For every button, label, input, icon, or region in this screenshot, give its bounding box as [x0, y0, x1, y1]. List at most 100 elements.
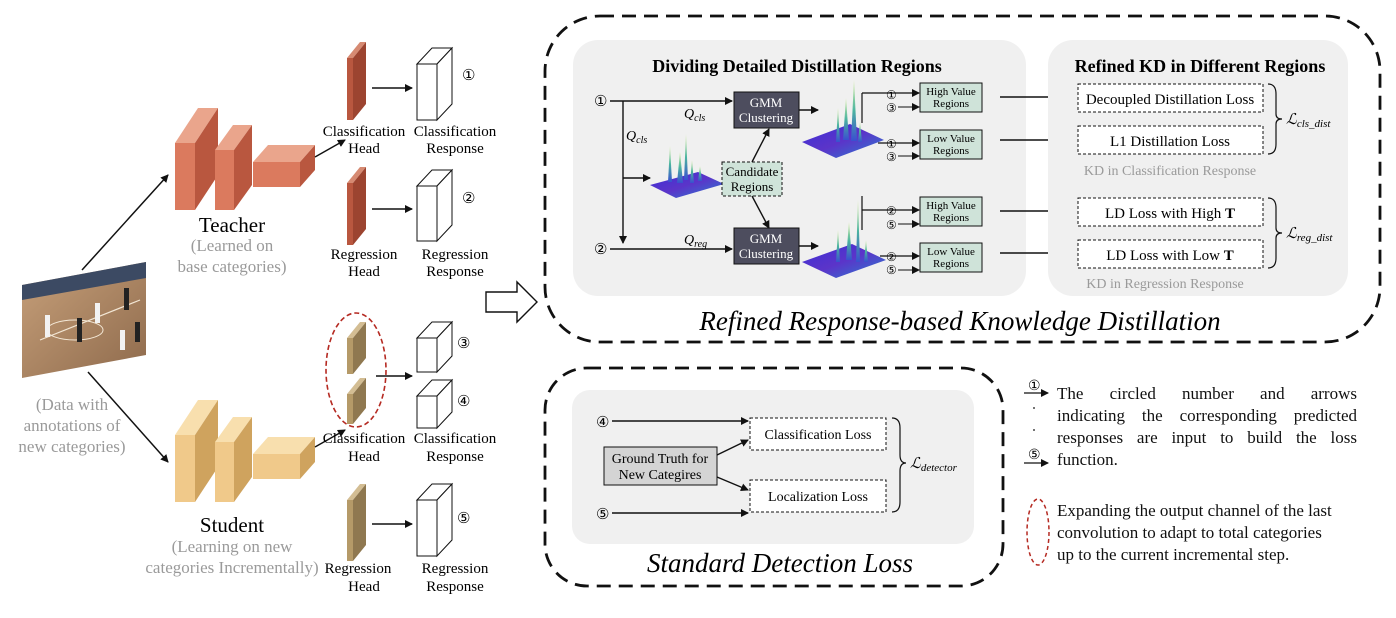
teacher-cls-marker: ① [462, 68, 475, 84]
arrow-teacher-backbone-to-cls-head [314, 139, 346, 158]
arrow-image-to-teacher [81, 174, 169, 271]
student-reg-resp-label-2: Response [426, 579, 484, 595]
gmm-clustering-top [733, 91, 800, 129]
standard-loss-title: Standard Detection Loss [647, 548, 913, 578]
low-value-regions-reg [919, 242, 983, 273]
student-classification-response-b [415, 378, 454, 430]
low-cls-line2: Regions [933, 145, 969, 157]
marker-low-cls-3: ③ [886, 150, 897, 164]
data-caption-line3: new categories) [18, 437, 125, 456]
standard-input5: ⑤ [596, 507, 609, 523]
decoupled-loss-box [1077, 83, 1264, 113]
q-cls-top: Qcls [684, 107, 705, 124]
student-reg-resp-label-1: Regression [422, 561, 489, 577]
student-regression-head [347, 484, 366, 561]
teacher-cls-head-label-1: Classification [323, 124, 406, 140]
high-value-regions-reg [919, 196, 983, 227]
marker-low-reg-5: ⑤ [886, 263, 897, 277]
ld-low-label: LD Loss with Low T [1106, 248, 1234, 264]
student-reg-head-label-2: Head [348, 579, 380, 595]
q-cls-left: Qcls [626, 129, 647, 146]
teacher-regression-head [347, 167, 366, 245]
flow-arrow-icon [485, 280, 538, 324]
standard-loss-box [543, 366, 1005, 588]
legend-ellipse-desc-1: Expanding the output channel of the last [1057, 501, 1332, 520]
gmm-top-line1: GMM [750, 95, 783, 110]
marker-high-cls-3: ③ [886, 101, 897, 115]
teacher-classification-head [347, 42, 366, 120]
teacher-cls-resp-label-2: Response [426, 141, 484, 157]
student-classification-head [347, 322, 366, 424]
teacher-cls-resp-label-1: Classification [414, 124, 497, 140]
input-image [22, 262, 146, 378]
legend-arrow-desc-3: responses are input to build the loss [1057, 428, 1357, 447]
teacher-reg-resp-label-1: Regression [422, 247, 489, 263]
teacher-subtitle-line1: (Learned on [191, 236, 274, 255]
legend-ellipse-description: Expanding the output channel of the last… [1057, 500, 1357, 566]
arrow-candidate-to-gmm-bottom [751, 195, 770, 229]
kd-reg-caption: KD in Regression Response [1086, 277, 1244, 292]
student-cls-resp-label-1: Classification [414, 431, 497, 447]
marker-high-cls-1: ① [886, 88, 897, 102]
student-classification-response-a [415, 320, 454, 374]
legend-arrow-desc-4: function. [1057, 450, 1118, 469]
refined-kd-box-title: Refined Response-based Knowledge Distill… [698, 306, 1220, 336]
arrow-gt-to-cls-loss [716, 439, 749, 456]
brace-reg-dist [1267, 197, 1283, 269]
localization-loss-label: Localization Loss [768, 490, 868, 505]
legend-arrow-desc-1: The circled number and arrows [1057, 384, 1357, 403]
ld-high-box [1077, 197, 1264, 227]
student-subtitle-line1: (Learning on new [172, 537, 294, 556]
kd-cls-caption: KD in Classification Response [1084, 164, 1256, 179]
l1-loss-box [1077, 125, 1264, 155]
legend-ellipse-desc-3: up to the current incremental step. [1057, 545, 1290, 564]
marker-low-cls-1: ① [886, 137, 897, 151]
marker-high-reg-2: ② [886, 204, 897, 218]
classification-loss-label: Classification Loss [765, 428, 872, 443]
legend-arrow-desc-2: indicating the corresponding predicted [1057, 406, 1357, 425]
student-cls-resp-label-2: Response [426, 449, 484, 465]
ground-truth-box [603, 446, 718, 486]
high-cls-line2: Regions [933, 98, 969, 110]
arrow-candidate-to-gmm-top [751, 128, 770, 163]
student-title: Student [200, 513, 264, 537]
student-cls-head-label-1: Classification [323, 431, 406, 447]
student-cls-marker-b: ④ [457, 394, 470, 410]
refined-kd-panel-title: Refined KD in Different Regions [1075, 56, 1326, 76]
marker-high-reg-5: ⑤ [886, 218, 897, 232]
refined-kd-box [543, 14, 1382, 344]
teacher-reg-head-label-1: Regression [331, 247, 398, 263]
teacher-title: Teacher [199, 213, 265, 237]
low-reg-line2: Regions [933, 258, 969, 270]
marker-low-reg-2: ② [886, 250, 897, 264]
high-reg-line1: High Value [926, 200, 976, 212]
teacher-reg-marker: ② [462, 191, 475, 207]
student-backbone [175, 400, 315, 502]
candidate-line1: Candidate [726, 164, 779, 179]
ground-truth-line2: New Categires [619, 468, 702, 483]
data-caption-line1: (Data with [36, 395, 109, 414]
teacher-reg-resp-label-2: Response [426, 264, 484, 280]
teacher-cls-head-label-2: Head [348, 141, 380, 157]
brace-cls-dist [1267, 83, 1283, 155]
dividing-panel-title: Dividing Detailed Distillation Regions [652, 56, 942, 76]
dividing-input2: ② [594, 242, 607, 258]
student-reg-marker: ⑤ [457, 511, 470, 527]
legend-arrow-description: The circled number and arrows indicating… [1057, 383, 1357, 471]
legend-ellipse-desc-2: convolution to adapt to total categories [1057, 523, 1322, 542]
student-subtitle-line2: categories Incrementally) [145, 558, 318, 577]
classification-loss-box [749, 417, 887, 451]
legend-arrow-sample: ① ⑤ [1024, 379, 1049, 467]
ld-high-label: LD Loss with High T [1105, 206, 1235, 222]
low-cls-line1: Low Value [927, 133, 975, 145]
ground-truth-line1: Ground Truth for [612, 452, 709, 467]
dividing-input1: ① [594, 94, 607, 110]
data-caption-line2: annotations of [24, 416, 121, 435]
high-cls-line1: High Value [926, 86, 976, 98]
student-cls-head-label-2: Head [348, 449, 380, 465]
standard-input4: ④ [596, 415, 609, 431]
high-value-regions-cls [919, 82, 983, 113]
student-regression-response [415, 482, 454, 558]
legend-marker-top: ① [1028, 379, 1041, 394]
low-reg-line1: Low Value [927, 246, 975, 258]
